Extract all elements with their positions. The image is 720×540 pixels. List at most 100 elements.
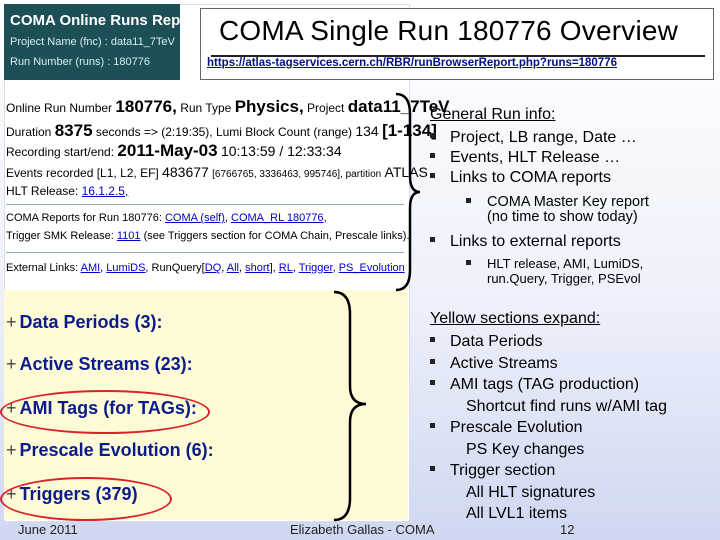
list-item: Data Periods <box>430 331 667 353</box>
list-item-text: Links to external reports <box>450 233 621 250</box>
bullet-icon <box>430 173 435 179</box>
rl-link[interactable]: RL <box>278 262 293 274</box>
section-data-periods[interactable]: +Data Periods (3): <box>6 312 163 333</box>
project-label: Project <box>307 101 345 115</box>
list-item-text: Data Periods <box>450 333 543 350</box>
bullet-icon <box>430 380 435 386</box>
list-item-note: PS Key changes <box>466 440 585 458</box>
yellow-heading: Yellow sections expand: <box>430 310 601 327</box>
duration-value: 8375 <box>54 121 93 140</box>
report-project: Project Name (fnc) : data11_7TeV <box>10 36 175 48</box>
brace-icon <box>333 290 367 522</box>
bullet-icon <box>466 197 471 203</box>
list-item-note: All LVL1 items <box>466 505 568 522</box>
hlt-line: HLT Release: 16.1.2.5, <box>6 184 128 198</box>
list-item-text: Trigger section <box>450 462 556 479</box>
slide-title: COMA Single Run 180776 Overview <box>219 15 679 46</box>
list-item-note: Shortcut find runs w/AMI tag <box>466 397 667 415</box>
list-item-text: Project, LB range, Date … <box>450 129 637 146</box>
events-value: 483677 <box>162 164 209 180</box>
section-label: Active Streams (23): <box>19 354 193 374</box>
events-label: Events recorded [L1, L2, EF] <box>6 166 159 180</box>
smk-detail: (see Triggers section for COMA Chain, Pr… <box>143 230 410 242</box>
external-links-line: External Links: AMI, LumiDS, RunQuery[DQ… <box>6 262 405 274</box>
section-prescale-evolution[interactable]: +Prescale Evolution (6): <box>6 440 214 461</box>
hlt-label: HLT Release: <box>6 184 79 198</box>
bullet-icon <box>430 337 435 343</box>
lumids-link[interactable]: LumiDS <box>106 262 146 274</box>
general-info-heading: General Run info: <box>430 106 556 123</box>
report-title: COMA Online Runs Report <box>10 12 201 29</box>
smk-link[interactable]: 1101 <box>116 230 141 242</box>
short-link[interactable]: short <box>245 262 270 274</box>
recording-date: 2011-May-03 <box>117 141 218 160</box>
bullet-icon <box>430 133 435 139</box>
recording-times: 10:13:59 / 12:33:34 <box>220 143 342 159</box>
list-item-note: All HLT signatures <box>466 483 596 501</box>
general-info-list: Project, LB range, Date … Events, HLT Re… <box>430 128 637 188</box>
title-underline <box>211 55 705 57</box>
trigger-smk-label: Trigger SMK Release: <box>6 230 114 242</box>
hlt-release-link[interactable]: 16.1.2.5, <box>81 184 129 198</box>
list-item: Events, HLT Release … <box>430 148 637 168</box>
runquery-label: RunQuery[ <box>151 262 205 274</box>
partition-value: ATLAS <box>384 164 428 180</box>
coma-reports-label: COMA Reports for Run 180776: <box>6 212 162 224</box>
list-item-text: AMI tags (TAG production) <box>450 376 640 393</box>
list-item: (no time to show today) <box>487 209 638 225</box>
section-active-streams[interactable]: +Active Streams (23): <box>6 354 193 375</box>
project-value: data11_7TeV <box>347 97 450 116</box>
list-item-text: Links to COMA reports <box>450 169 611 186</box>
ps-evolution-link[interactable]: PS_Evolution <box>338 262 405 274</box>
expand-icon[interactable]: + <box>6 312 17 332</box>
list-item: Project, LB range, Date … <box>430 128 637 148</box>
footer-date: June 2011 <box>18 522 78 537</box>
highlight-ellipse <box>0 390 210 434</box>
coma-self-link[interactable]: COMA (self) <box>164 212 225 224</box>
trigger-link[interactable]: Trigger <box>298 262 333 274</box>
list-item: HLT release, AMI, LumiDS, <box>466 256 643 271</box>
list-item-text: Prescale Evolution <box>450 419 583 436</box>
report-run: Run Number (runs) : 180776 <box>10 56 151 68</box>
events-line: Events recorded [L1, L2, EF] 483677 [676… <box>6 164 428 180</box>
bullet-icon <box>430 423 435 429</box>
external-sub-list: HLT release, AMI, LumiDS, run.Query, Tri… <box>466 256 643 286</box>
run-number-value: 180776, <box>115 97 177 116</box>
external-links-label: External Links: <box>6 262 79 274</box>
yellow-list: Data Periods Active Streams AMI tags (TA… <box>430 331 667 525</box>
events-detail: [6766765, 3336463, 995746], partition <box>212 169 382 180</box>
list-item: COMA Master Key report <box>466 195 649 210</box>
ami-link[interactable]: AMI <box>80 262 101 274</box>
run-type-value: Physics, <box>234 97 304 116</box>
divider <box>6 252 404 253</box>
divider <box>6 204 404 205</box>
bullet-icon <box>430 466 435 472</box>
page-number: 12 <box>560 522 575 537</box>
recording-line: Recording start/end: 2011-May-03 10:13:5… <box>6 141 342 161</box>
list-item: Active Streams <box>430 353 667 375</box>
expand-icon[interactable]: + <box>6 440 17 460</box>
coma-sub-list: COMA Master Key report (no time to show … <box>466 195 649 225</box>
section-label: Data Periods (3): <box>19 312 163 332</box>
lb-count: 134 <box>355 123 379 139</box>
run-number-line: Online Run Number 180776, Run Type Physi… <box>6 97 450 117</box>
external-links-bullet: Links to external reports <box>430 232 621 252</box>
bullet-icon <box>430 153 435 159</box>
list-item: Trigger section <box>430 460 667 482</box>
all-link[interactable]: All <box>226 262 239 274</box>
brace-icon <box>395 92 421 292</box>
bullet-icon <box>430 358 435 364</box>
coma-rl-link[interactable]: COMA_RL 180776 <box>231 212 324 224</box>
recording-label: Recording start/end: <box>6 145 115 159</box>
duration-label: Duration <box>6 125 52 139</box>
list-item: Prescale Evolution <box>430 417 667 439</box>
bullet-icon <box>466 260 471 266</box>
list-item-text: HLT release, AMI, LumiDS, <box>487 256 644 271</box>
list-item-text: Active Streams <box>450 354 558 372</box>
footer-author: Elizabeth Gallas - COMA <box>290 522 435 537</box>
dq-link[interactable]: DQ <box>204 262 222 274</box>
bullet-icon <box>430 237 435 243</box>
run-number-label: Online Run Number <box>6 101 113 115</box>
expand-icon[interactable]: + <box>6 354 17 374</box>
report-url-link[interactable]: https://atlas-tagservices.cern.ch/RBR/ru… <box>207 57 617 69</box>
